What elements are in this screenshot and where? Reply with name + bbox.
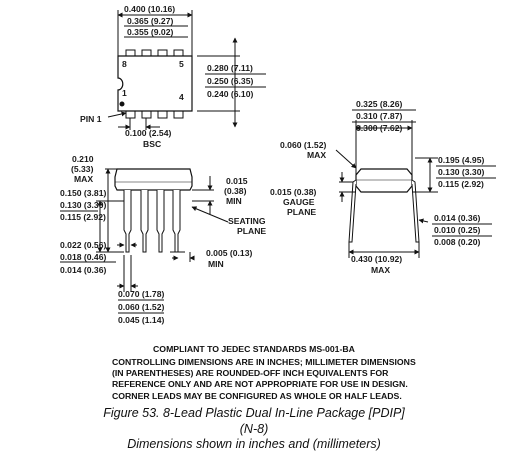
lead-width-nom: 0.018 (0.46): [60, 252, 106, 262]
end-lead-min: 0.115 (2.92): [438, 179, 484, 189]
lead-width-max: 0.022 (0.56): [60, 240, 106, 250]
bottom-pin: [173, 110, 184, 119]
side-height-max-mm: (5.33): [71, 164, 94, 174]
pitch-bsc: BSC: [143, 139, 161, 149]
end-lead-right: [411, 179, 420, 243]
top-height-max: 0.280 (7.11): [207, 63, 253, 73]
spread-note: MAX: [371, 265, 390, 275]
shoulder-nom: 0.060 (1.52): [118, 302, 164, 312]
pin-1-label: 1: [122, 88, 127, 98]
package-outline-drawing: 0.400 (10.16) 0.365 (9.27) 0.355 (9.02) …: [60, 4, 496, 325]
pin1-dot: [119, 101, 125, 107]
side-lead: [140, 190, 149, 253]
bottom-pin: [157, 110, 168, 119]
top-height-min: 0.240 (6.10): [207, 89, 253, 99]
gauge-value: 0.015 (0.38): [270, 187, 316, 197]
package-body-side: [114, 168, 193, 191]
note-line: (IN PARENTHESES) ARE ROUNDED-OFF INCH EQ…: [112, 368, 389, 379]
side-lead-min: 0.115 (2.92): [60, 212, 106, 222]
side-lead: [123, 190, 132, 253]
note-line: CONTROLLING DIMENSIONS ARE IN INCHES; MI…: [112, 357, 416, 367]
thickness-nom: 0.010 (0.25): [434, 225, 480, 235]
standoff-note: MIN: [226, 196, 242, 206]
end-row-min: 0.300 (7.62): [356, 123, 402, 133]
standoff-value: 0.015: [226, 176, 248, 186]
end-gap-value: 0.005 (0.13): [206, 248, 252, 258]
shoulder-max: 0.070 (1.78): [118, 289, 164, 299]
chamfer-note: MAX: [307, 150, 326, 160]
side-lead: [172, 190, 181, 253]
top-pin: [157, 49, 168, 57]
seating-plane-2: PLANE: [237, 226, 266, 236]
end-row-nom: 0.310 (7.87): [356, 111, 402, 121]
side-lead: [156, 190, 165, 253]
standoff-mm: (0.38): [224, 186, 247, 196]
pin-5-label: 5: [179, 59, 184, 69]
thickness-min: 0.008 (0.20): [434, 237, 480, 247]
top-view: [107, 10, 266, 130]
chamfer-value: 0.060 (1.52): [280, 140, 326, 150]
package-body-end: [355, 168, 413, 193]
pin-4-label: 4: [179, 92, 184, 102]
end-gap-note: MIN: [208, 259, 224, 269]
top-width-min: 0.355 (9.02): [127, 27, 173, 37]
thickness-max: 0.014 (0.36): [434, 213, 480, 223]
caption-title: Figure 53. 8-Lead Plastic Dual In-Line P…: [103, 406, 405, 420]
top-height-nom: 0.250 (6.35): [207, 76, 253, 86]
gauge-plane-1: GAUGE: [283, 197, 315, 207]
top-width-max: 0.400 (10.16): [124, 4, 175, 14]
note-line: REFERENCE ONLY AND ARE NOT APPROPRIATE F…: [112, 379, 408, 390]
top-pin: [173, 49, 184, 57]
side-height-max: 0.210: [72, 154, 94, 164]
pin1-callout: PIN 1: [80, 114, 102, 124]
package-body-top: [117, 55, 193, 112]
spread-value: 0.430 (10.92): [351, 254, 402, 264]
shoulder-min: 0.045 (1.14): [118, 315, 164, 325]
gauge-plane-2: PLANE: [287, 207, 316, 217]
side-height-max-note: MAX: [74, 174, 93, 184]
side-lead-nom: 0.130 (3.30): [60, 200, 106, 210]
side-view: [60, 168, 229, 314]
end-row-max: 0.325 (8.26): [356, 99, 402, 109]
top-pin: [125, 49, 136, 57]
note-line: CORNER LEADS MAY BE CONFIGURED AS WHOLE …: [112, 390, 402, 401]
pitch-value: 0.100 (2.54): [125, 128, 171, 138]
pin-8-label: 8: [122, 59, 127, 69]
top-pin: [141, 49, 152, 57]
seating-plane-1: SEATING: [228, 216, 266, 226]
bottom-pin: [125, 110, 136, 119]
lead-width-min: 0.014 (0.36): [60, 265, 106, 275]
end-lead-max: 0.195 (4.95): [438, 155, 484, 165]
end-lead-nom: 0.130 (3.30): [438, 167, 484, 177]
figure-caption: Figure 53. 8-Lead Plastic Dual In-Line P…: [0, 406, 508, 453]
bottom-pin: [141, 110, 152, 119]
caption-subtitle: (N-8): [239, 421, 269, 436]
side-lead-max: 0.150 (3.81): [60, 188, 106, 198]
top-width-nom: 0.365 (9.27): [127, 16, 173, 26]
caption-units: Dimensions shown in inches and (millimet…: [127, 437, 381, 451]
end-lead-left: [348, 179, 357, 243]
jedec-compliance-note: COMPLIANT TO JEDEC STANDARDS MS-001-BA: [153, 344, 355, 354]
end-view: [335, 109, 496, 258]
dimension-notes: CONTROLLING DIMENSIONS ARE IN INCHES; MI…: [112, 357, 452, 402]
